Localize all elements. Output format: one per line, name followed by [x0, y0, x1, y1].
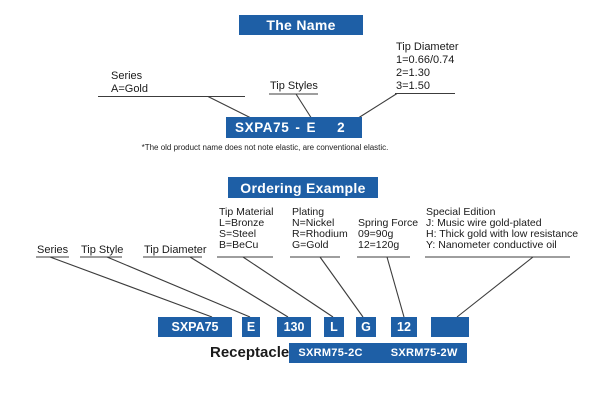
- plating-option: R=Rhodium: [292, 228, 348, 240]
- code-series: SXPA75: [235, 120, 290, 135]
- order-box-series: SXPA75: [158, 317, 232, 337]
- elastic-note: *The old product name does not note elas…: [141, 143, 389, 152]
- tip-material-option: L=Bronze: [219, 217, 265, 229]
- order-box-spring-force: 12: [391, 317, 417, 337]
- plating-option: N=Nickel: [292, 217, 335, 229]
- order-box-special-edition: [431, 317, 469, 337]
- receptacle-label: Receptacle: [210, 344, 290, 361]
- code-tip-style: E: [306, 120, 317, 135]
- code-tip-diameter: 2: [337, 120, 346, 135]
- the-name-banner-label: The Name: [266, 17, 336, 33]
- order-box-tip-material: L: [324, 317, 344, 337]
- receptacle-model: SXRM75-2W: [390, 347, 458, 359]
- special-edition-title: Special Edition: [426, 206, 496, 218]
- plating-title: Plating: [292, 206, 325, 218]
- ordering-tip-style-label: Tip Style: [81, 244, 124, 256]
- plating-annotation: Plating N=Nickel R=Rhodium G=Gold: [292, 207, 348, 251]
- ordering-tip-diameter-label: Tip Diameter: [144, 244, 207, 256]
- series-annotation-value: A=Gold: [111, 83, 148, 95]
- tip-diameter-title: Tip Diameter: [396, 41, 459, 53]
- tip-diameter-annotation: Tip Diameter 1=0.66/0.74 2=1.30 3=1.50: [396, 41, 459, 93]
- tip-material-option: B=BeCu: [219, 239, 259, 251]
- product-code-box: SXPA75 - E 2: [226, 117, 362, 138]
- ordering-example-banner: Ordering Example: [228, 177, 378, 198]
- tip-diameter-option: 2=1.30: [396, 67, 430, 79]
- special-edition-annotation: Special Edition J: Music wire gold-plate…: [426, 207, 578, 251]
- series-annotation-title: Series: [111, 70, 143, 82]
- tip-material-annotation: Tip Material L=Bronze S=Steel B=BeCu: [219, 207, 273, 251]
- plating-option: G=Gold: [292, 239, 329, 251]
- code-separator: -: [295, 120, 301, 135]
- receptacle-models-box: SXRM75-2C SXRM75-2W: [289, 343, 467, 363]
- ordering-series-label: Series: [37, 244, 69, 256]
- special-edition-option: H: Thick gold with low resistance: [426, 228, 579, 240]
- spring-force-annotation: Spring Force 09=90g 12=120g: [358, 218, 418, 251]
- spring-force-title: Spring Force: [358, 217, 419, 229]
- tip-diameter-option: 1=0.66/0.74: [396, 54, 455, 66]
- spring-force-option: 09=90g: [358, 228, 394, 240]
- order-box-tip-style: E: [242, 317, 260, 337]
- tip-material-title: Tip Material: [219, 206, 274, 218]
- special-edition-option: Y: Nanometer conductive oil: [426, 239, 557, 251]
- spring-force-option: 12=120g: [358, 239, 400, 251]
- special-edition-option: J: Music wire gold-plated: [426, 217, 542, 229]
- series-annotation: Series A=Gold: [111, 70, 148, 96]
- order-box-plating: G: [356, 317, 376, 337]
- ordering-example-banner-label: Ordering Example: [240, 179, 366, 196]
- tip-styles-annotation: Tip Styles: [270, 80, 318, 92]
- the-name-banner: The Name: [239, 15, 363, 35]
- order-box-tip-diameter: 130: [277, 317, 311, 337]
- tip-material-option: S=Steel: [219, 228, 257, 240]
- tip-diameter-option: 3=1.50: [396, 80, 430, 92]
- receptacle-model: SXRM75-2C: [298, 347, 363, 359]
